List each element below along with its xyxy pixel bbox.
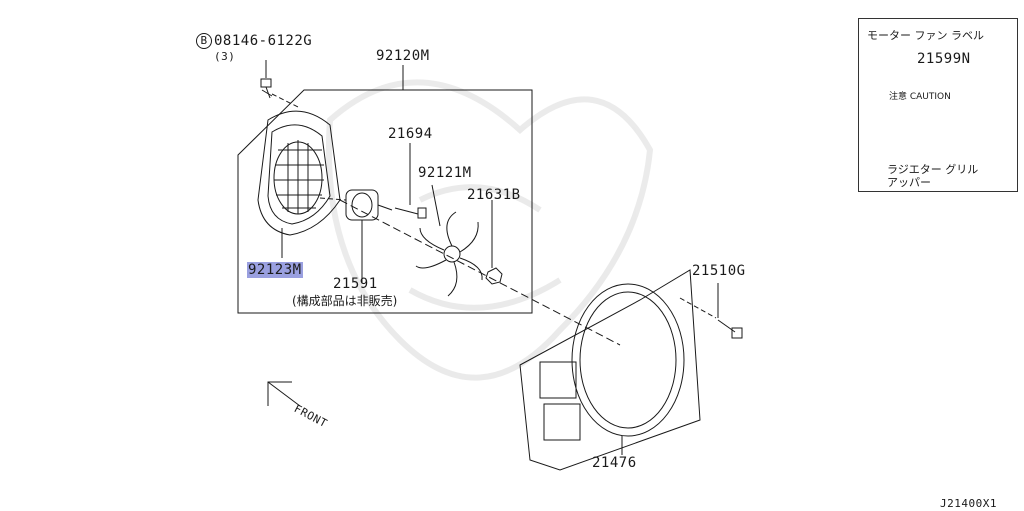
shroud-21476-label: 21476 bbox=[592, 455, 637, 471]
callout-part: 21599N bbox=[917, 51, 971, 67]
callout-caution: 注意 CAUTION bbox=[889, 92, 951, 102]
shroud-part-highlight: 92123M bbox=[247, 262, 303, 278]
bolt-21510g-label: 21510G bbox=[692, 263, 746, 279]
not-sold-note: (構成部品は非販売) bbox=[292, 294, 398, 308]
bolt-21510g bbox=[679, 283, 743, 339]
screw-21694 bbox=[394, 143, 427, 219]
fan-shroud-92123m bbox=[257, 110, 341, 258]
fan-92121m bbox=[415, 184, 483, 297]
front-arrow-icon bbox=[267, 381, 301, 407]
motor-21591-label: 21591 bbox=[333, 276, 378, 292]
watermark-emblem bbox=[325, 79, 654, 381]
fan-92121m-label: 92121M bbox=[418, 165, 472, 181]
screw-21694-label: 21694 bbox=[388, 126, 433, 142]
callout-location-2: アッパー bbox=[887, 176, 931, 189]
nut-21631b bbox=[485, 200, 503, 285]
callout-title: モーター ファン ラベル bbox=[867, 29, 984, 42]
fan-motor-21591 bbox=[319, 189, 393, 283]
bolt-prefix-badge: B bbox=[196, 33, 212, 49]
label-callout-box: モーター ファン ラベル 21599N 注意 CAUTION ラジエター グリル… bbox=[858, 18, 1018, 192]
assembly-outline bbox=[237, 89, 533, 314]
diagram-code: J21400X1 bbox=[940, 497, 997, 510]
bolt-08146 bbox=[260, 60, 301, 109]
radiator-shroud-21476 bbox=[519, 269, 701, 471]
bolt-code: 08146-6122G bbox=[214, 33, 313, 49]
fan-motor-assy-label: 92120M bbox=[376, 48, 430, 64]
nut-21631b-label: 21631B bbox=[467, 187, 521, 203]
callout-location-1: ラジエター グリル bbox=[887, 163, 979, 176]
shroud-part-label: 92123M bbox=[247, 262, 303, 278]
bolt-qty: (3) bbox=[214, 50, 236, 63]
